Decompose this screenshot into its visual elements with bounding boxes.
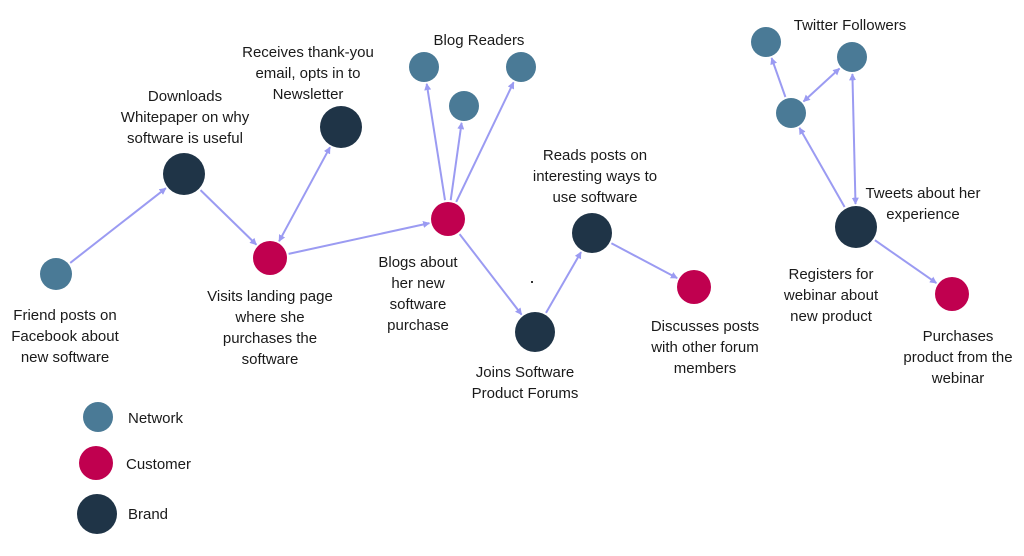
node-receives-email [320, 106, 362, 148]
node-blog-reader-1 [409, 52, 439, 82]
edge-friend-posts-to-downloads-whitepaper [69, 187, 167, 264]
label-twitter-followers: Twitter Followers [793, 17, 907, 34]
edge-blogs-to-blog-reader-2 [449, 122, 465, 201]
edge-visits-landing-page-to-receives-email [278, 146, 331, 242]
legend-brand-dot [77, 494, 117, 534]
label-blog-readers: Blog Readers [433, 32, 525, 49]
node-friend-posts [40, 258, 72, 290]
node-blogs [431, 202, 465, 236]
edge-reads-posts-to-discusses-posts [610, 242, 678, 279]
nodes-layer [40, 27, 969, 352]
node-twitter-2 [837, 42, 867, 72]
edge-tweets-to-purchases-webinar [874, 239, 937, 284]
label-tweets-about: Tweets about her experience [865, 185, 981, 223]
edges-layer [69, 57, 937, 316]
edge-twitter-3-to-twitter-1 [770, 57, 787, 98]
edge-joins-forums-to-reads-posts [545, 251, 582, 314]
edge-blogs-to-joins-forums [458, 233, 523, 316]
node-purchases-webinar [935, 277, 969, 311]
legend-brand-label: Brand [128, 506, 169, 523]
label-downloads-whitepaper: Downloads Whitepaper on why software is … [120, 88, 250, 147]
edge-blogs-to-blog-reader-1 [424, 83, 446, 201]
edge-twitter-3-to-twitter-2 [802, 67, 841, 103]
label-visits-landing-page: Visits landing page where she purchases … [207, 288, 333, 368]
edge-visits-landing-page-to-blogs [288, 221, 431, 255]
edge-downloads-whitepaper-to-visits-landing-page [199, 189, 258, 246]
label-discusses-posts: Discusses posts with other forum members [650, 318, 760, 377]
legend-customer-dot [79, 446, 113, 480]
node-reads-posts [572, 213, 612, 253]
label-purchases-webinar: Purchases product from the webinar [903, 328, 1013, 387]
label-friend-posts: Friend posts on Facebook about new softw… [11, 307, 119, 366]
edge-tweets-to-twitter-3 [798, 127, 846, 208]
label-blogs: Blogs about her new software purchase [378, 254, 458, 334]
label-registers-webinar: Registers for webinar about new product [783, 266, 879, 325]
node-blog-reader-2 [449, 91, 479, 121]
legend-network-dot [83, 402, 113, 432]
edge-tweets-to-twitter-2 [849, 73, 859, 205]
stray-dot [531, 281, 533, 283]
node-joins-forums [515, 312, 555, 352]
node-tweets [835, 206, 877, 248]
edge-blogs-to-blog-reader-3 [455, 81, 515, 203]
node-twitter-3 [776, 98, 806, 128]
node-visits-landing-page [253, 241, 287, 275]
legend-customer-label: Customer [126, 456, 192, 473]
label-receives-email: Receives thank-you email, opts in to New… [242, 44, 374, 103]
label-reads-posts: Reads posts on interesting ways to use s… [532, 147, 658, 206]
legend-network-label: Network [128, 410, 184, 427]
node-twitter-1 [751, 27, 781, 57]
label-joins-forums: Joins Software Product Forums [471, 364, 579, 402]
node-discusses-posts [677, 270, 711, 304]
node-downloads-whitepaper [163, 153, 205, 195]
node-blog-reader-3 [506, 52, 536, 82]
